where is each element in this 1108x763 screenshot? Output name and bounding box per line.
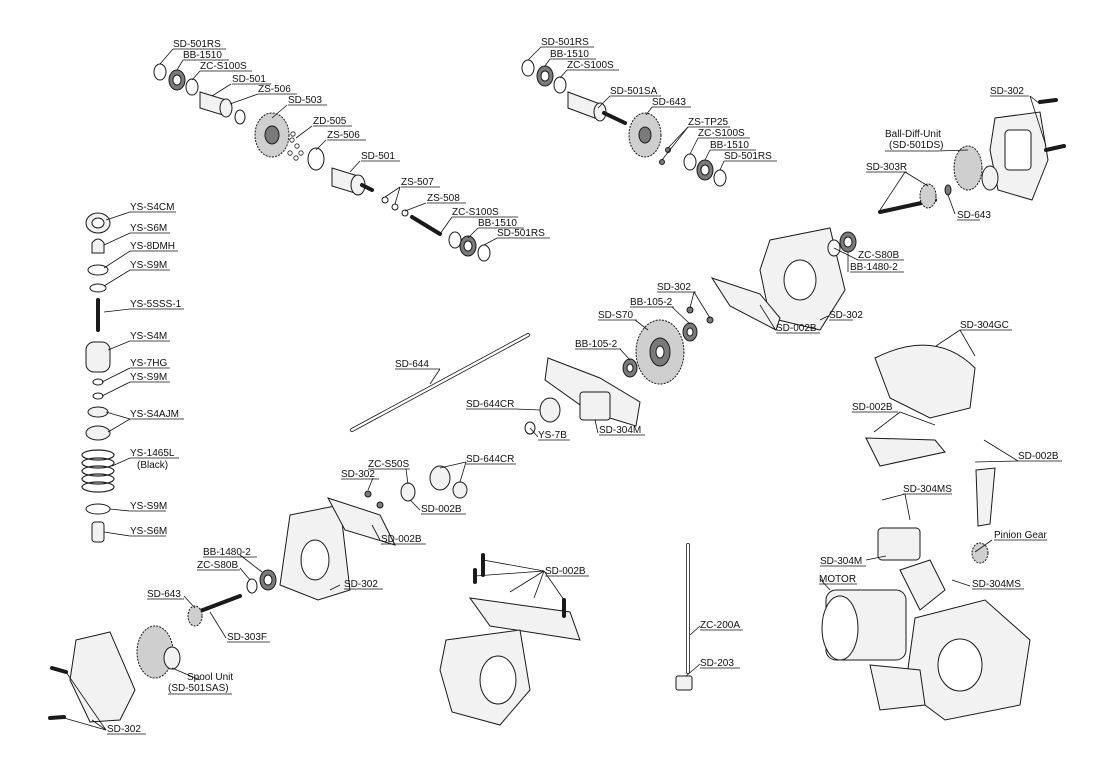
motor-assembly [821,344,1031,721]
label-sd-302-a: SD-302 [990,86,1024,97]
label-spool-unit: Spool Unit [187,672,233,683]
label-ys-5sss-1: YS-5SSS-1 [130,299,182,310]
label-zs-508: ZS-508 [427,193,460,204]
rear-gearbox-assembly [759,98,1066,331]
label-zc-200a: ZC-200A [700,620,740,631]
label-bb-1510-d: BB-1510 [710,140,749,151]
label-zs-507: ZS-507 [401,177,434,188]
label-sd-643-a: SD-643 [652,97,686,108]
label-motor: MOTOR [819,574,856,585]
label-sd-002b-e: SD-002B [381,534,422,545]
label-ys-1465l-color: (Black) [137,460,168,471]
label-ys-1465l: YS-1465L [130,448,175,459]
label-zc-s50s: ZC-S50S [368,459,409,470]
label-zd-505: ZD-505 [313,116,347,127]
leader-lines [63,46,1047,731]
label-zc-s100s-d: ZC-S100S [698,128,745,139]
label-spool-unit-code: (SD-501SAS) [168,683,229,694]
label-sd-304ms-a: SD-304MS [903,484,952,495]
label-sd-644cr-a: SD-644CR [466,399,514,410]
label-sd-501-a: SD-501 [232,74,266,85]
label-sd-501rs-a: SD-501RS [173,39,221,50]
label-bb-1510-a: BB-1510 [183,50,222,61]
label-bb-105-2-a: BB-105-2 [630,297,673,308]
label-sd-303r: SD-303R [866,162,907,173]
label-sd-203: SD-203 [700,658,734,669]
label-bb-1510-c: BB-1510 [550,49,589,60]
part-labels: SD-501RS BB-1510 ZC-S100S SD-501 ZS-506 … [107,37,1062,735]
label-sd-643-c: SD-643 [147,589,181,600]
rear-diff-assembly [153,63,491,262]
label-sd-304m-b: SD-304M [820,556,862,567]
label-sd-304gc: SD-304GC [960,320,1009,331]
label-sd-302-d: SD-302 [341,469,375,480]
lower-center-assembly [439,543,693,726]
label-ys-7hg: YS-7HG [130,358,167,369]
label-ys-s4cm: YS-S4CM [130,202,174,213]
label-bb-1480-2-a: BB-1480-2 [850,262,898,273]
label-ys-s9m-a: YS-S9M [130,260,167,271]
label-bb-105-2-b: BB-105-2 [575,339,618,350]
label-ball-diff-unit: Ball-Diff-Unit [885,129,941,140]
label-ys-s6m-b: YS-S6M [130,526,167,537]
label-sd-s70: SD-S70 [598,310,633,321]
label-ball-diff-unit-code: (SD-501DS) [889,140,943,151]
label-sd-304m-a: SD-304M [599,425,641,436]
front-diff-assembly [521,59,727,187]
label-ys-s9m-b: YS-S9M [130,372,167,383]
label-ys-8dmh: YS-8DMH [130,241,175,252]
label-sd-302-e: SD-302 [344,579,378,590]
label-ys-s4m: YS-S4M [130,331,167,342]
label-bb-1480-2-b: BB-1480-2 [203,547,251,558]
label-sd-503: SD-503 [288,95,322,106]
label-sd-002b-c: SD-002B [1018,451,1059,462]
label-sd-501rs-d: SD-501RS [724,151,772,162]
center-spur-assembly [350,277,781,435]
label-pinion-gear: Pinion Gear [994,530,1047,541]
label-sd-302-c: SD-302 [657,282,691,293]
label-zc-s100s-a: ZC-S100S [200,61,247,72]
label-sd-643-b: SD-643 [957,210,991,221]
label-sd-302-b: SD-302 [829,310,863,321]
label-sd-302-f: SD-302 [107,724,141,735]
label-sd-501sa: SD-501SA [610,86,658,97]
label-zs-506-b: ZS-506 [327,130,360,141]
label-sd-002b-f: SD-002B [545,566,586,577]
label-ys-s4ajm: YS-S4AJM [130,409,179,420]
front-gearbox-assembly [48,465,468,723]
label-sd-002b-d: SD-002B [421,504,462,515]
label-sd-644cr-b: SD-644CR [466,454,514,465]
label-zc-s100s-c: ZC-S100S [567,60,614,71]
label-zs-506-a: ZS-506 [258,84,291,95]
label-bb-1510-b: BB-1510 [478,218,517,229]
label-sd-303f: SD-303F [227,632,267,643]
label-ys-s9m-c: YS-S9M [130,501,167,512]
label-sd-304ms-b: SD-304MS [972,579,1021,590]
label-zc-s80b-a: ZC-S80B [858,250,899,261]
label-zs-tp25: ZS-TP25 [688,117,728,128]
label-sd-644: SD-644 [395,359,429,370]
label-sd-002b-b: SD-002B [852,402,893,413]
label-sd-501rs-b: SD-501RS [497,228,545,239]
label-ys-7b: YS-7B [538,430,567,441]
label-ys-s6m-a: YS-S6M [130,223,167,234]
label-sd-501-b: SD-501 [361,151,395,162]
label-sd-501rs-c: SD-501RS [541,37,589,48]
shock-column [81,212,115,543]
label-zc-s100s-b: ZC-S100S [452,207,499,218]
label-zc-s80b-b: ZC-S80B [197,560,238,571]
label-sd-002b-a: SD-002B [776,323,817,334]
